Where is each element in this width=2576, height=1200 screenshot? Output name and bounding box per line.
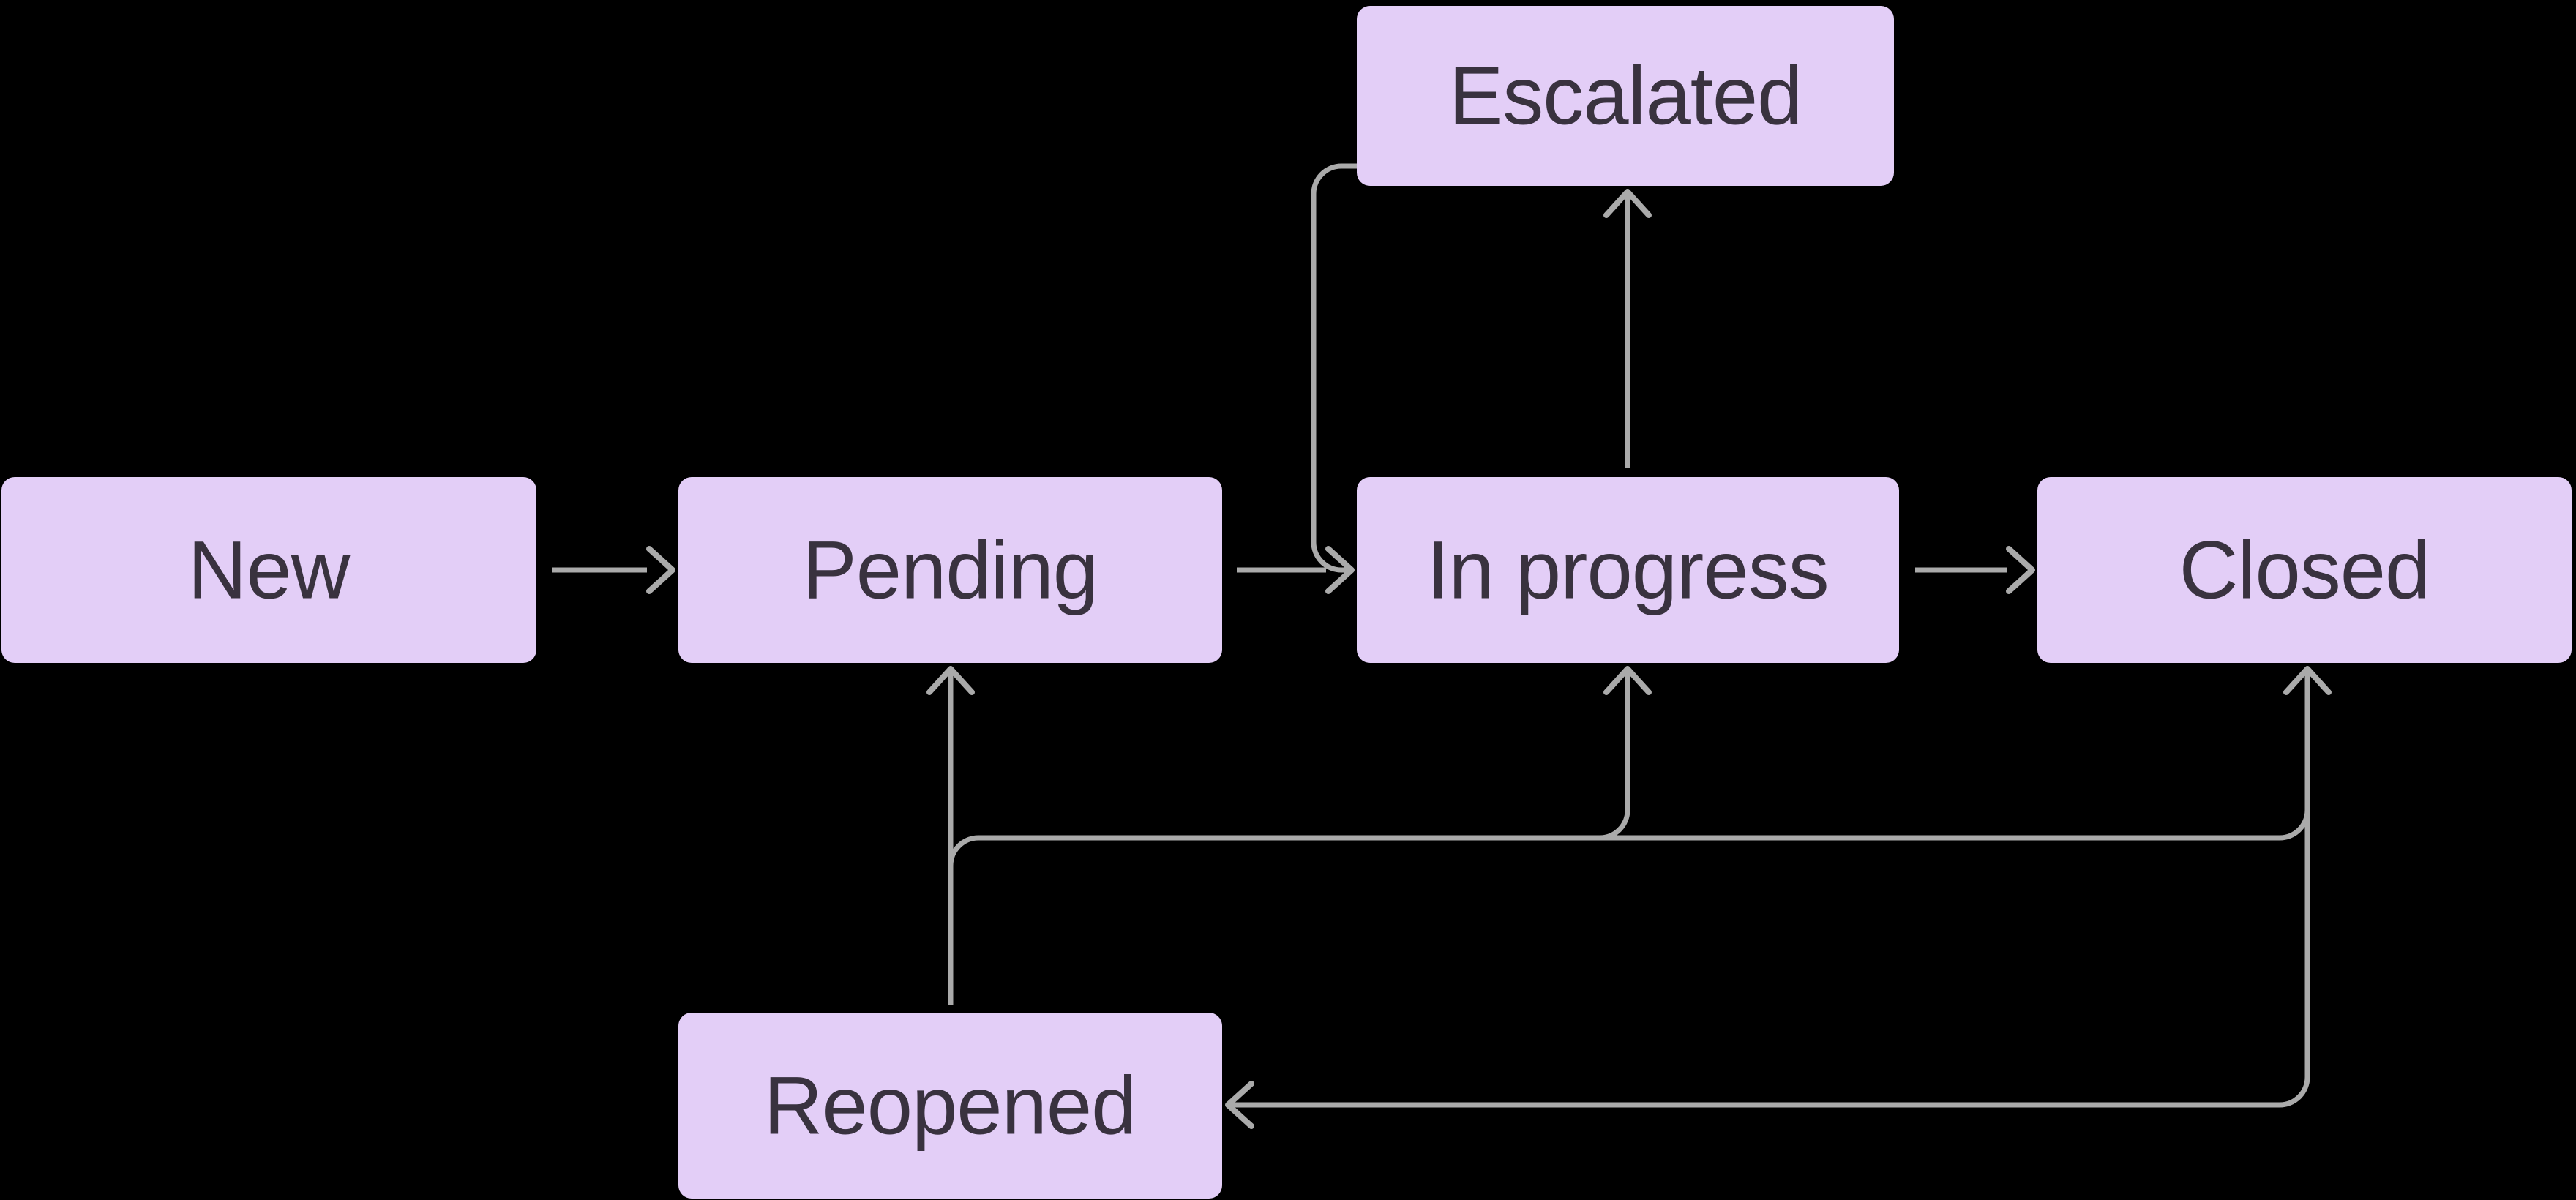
node-pending-box[interactable] [678, 477, 1222, 663]
node-in-progress: In progress [1357, 477, 1899, 663]
node-closed: Closed [2037, 477, 2572, 663]
node-closed-box[interactable] [2037, 477, 2572, 663]
node-pending: Pending [678, 477, 1222, 663]
edges-layer [552, 163, 2332, 1129]
edge-pending-inprogress[interactable] [1237, 546, 1355, 594]
node-new-label: New [187, 525, 351, 616]
edge-inprogress-escalated[interactable] [1603, 189, 1652, 468]
edge-closed-reopened-arrowhead [1225, 1081, 1254, 1129]
edge-reopened-closed-arrowhead [2283, 666, 2332, 695]
node-escalated-box[interactable] [1357, 6, 1894, 186]
node-escalated-label: Escalated [1449, 50, 1802, 142]
node-escalated: Escalated [1357, 6, 1894, 186]
edge-reopened-pending[interactable] [926, 666, 975, 1005]
edge-new-pending-arrowhead [646, 546, 675, 594]
edge-reopened-inprogress-arrowhead [1603, 666, 1652, 695]
edge-escalated-inprogress[interactable] [1311, 163, 1357, 573]
edge-reopened-pending-arrowhead [926, 666, 975, 695]
node-reopened-box[interactable] [678, 1013, 1222, 1199]
nodes-layer: New Pending In progress Closed Escalated [1, 6, 2572, 1199]
edge-new-pending[interactable] [552, 546, 675, 594]
edge-inprogress-escalated-arrowhead [1603, 189, 1652, 218]
node-pending-label: Pending [802, 525, 1098, 616]
node-new: New [1, 477, 536, 663]
node-closed-label: Closed [2179, 525, 2430, 616]
node-reopened-label: Reopened [764, 1060, 1137, 1152]
edge-closed-reopened[interactable] [1225, 672, 2310, 1129]
edge-closed-reopened-line [1232, 672, 2310, 1108]
edge-pending-inprogress-arrowhead [1325, 546, 1355, 594]
node-in-progress-label: In progress [1426, 525, 1828, 616]
node-new-box[interactable] [1, 477, 536, 663]
edge-inprogress-closed-arrowhead [2006, 546, 2035, 594]
node-reopened: Reopened [678, 1013, 1222, 1199]
edge-inprogress-closed[interactable] [1915, 546, 2035, 594]
edge-escalated-inprogress-line [1311, 163, 1357, 573]
node-in-progress-box[interactable] [1357, 477, 1899, 663]
